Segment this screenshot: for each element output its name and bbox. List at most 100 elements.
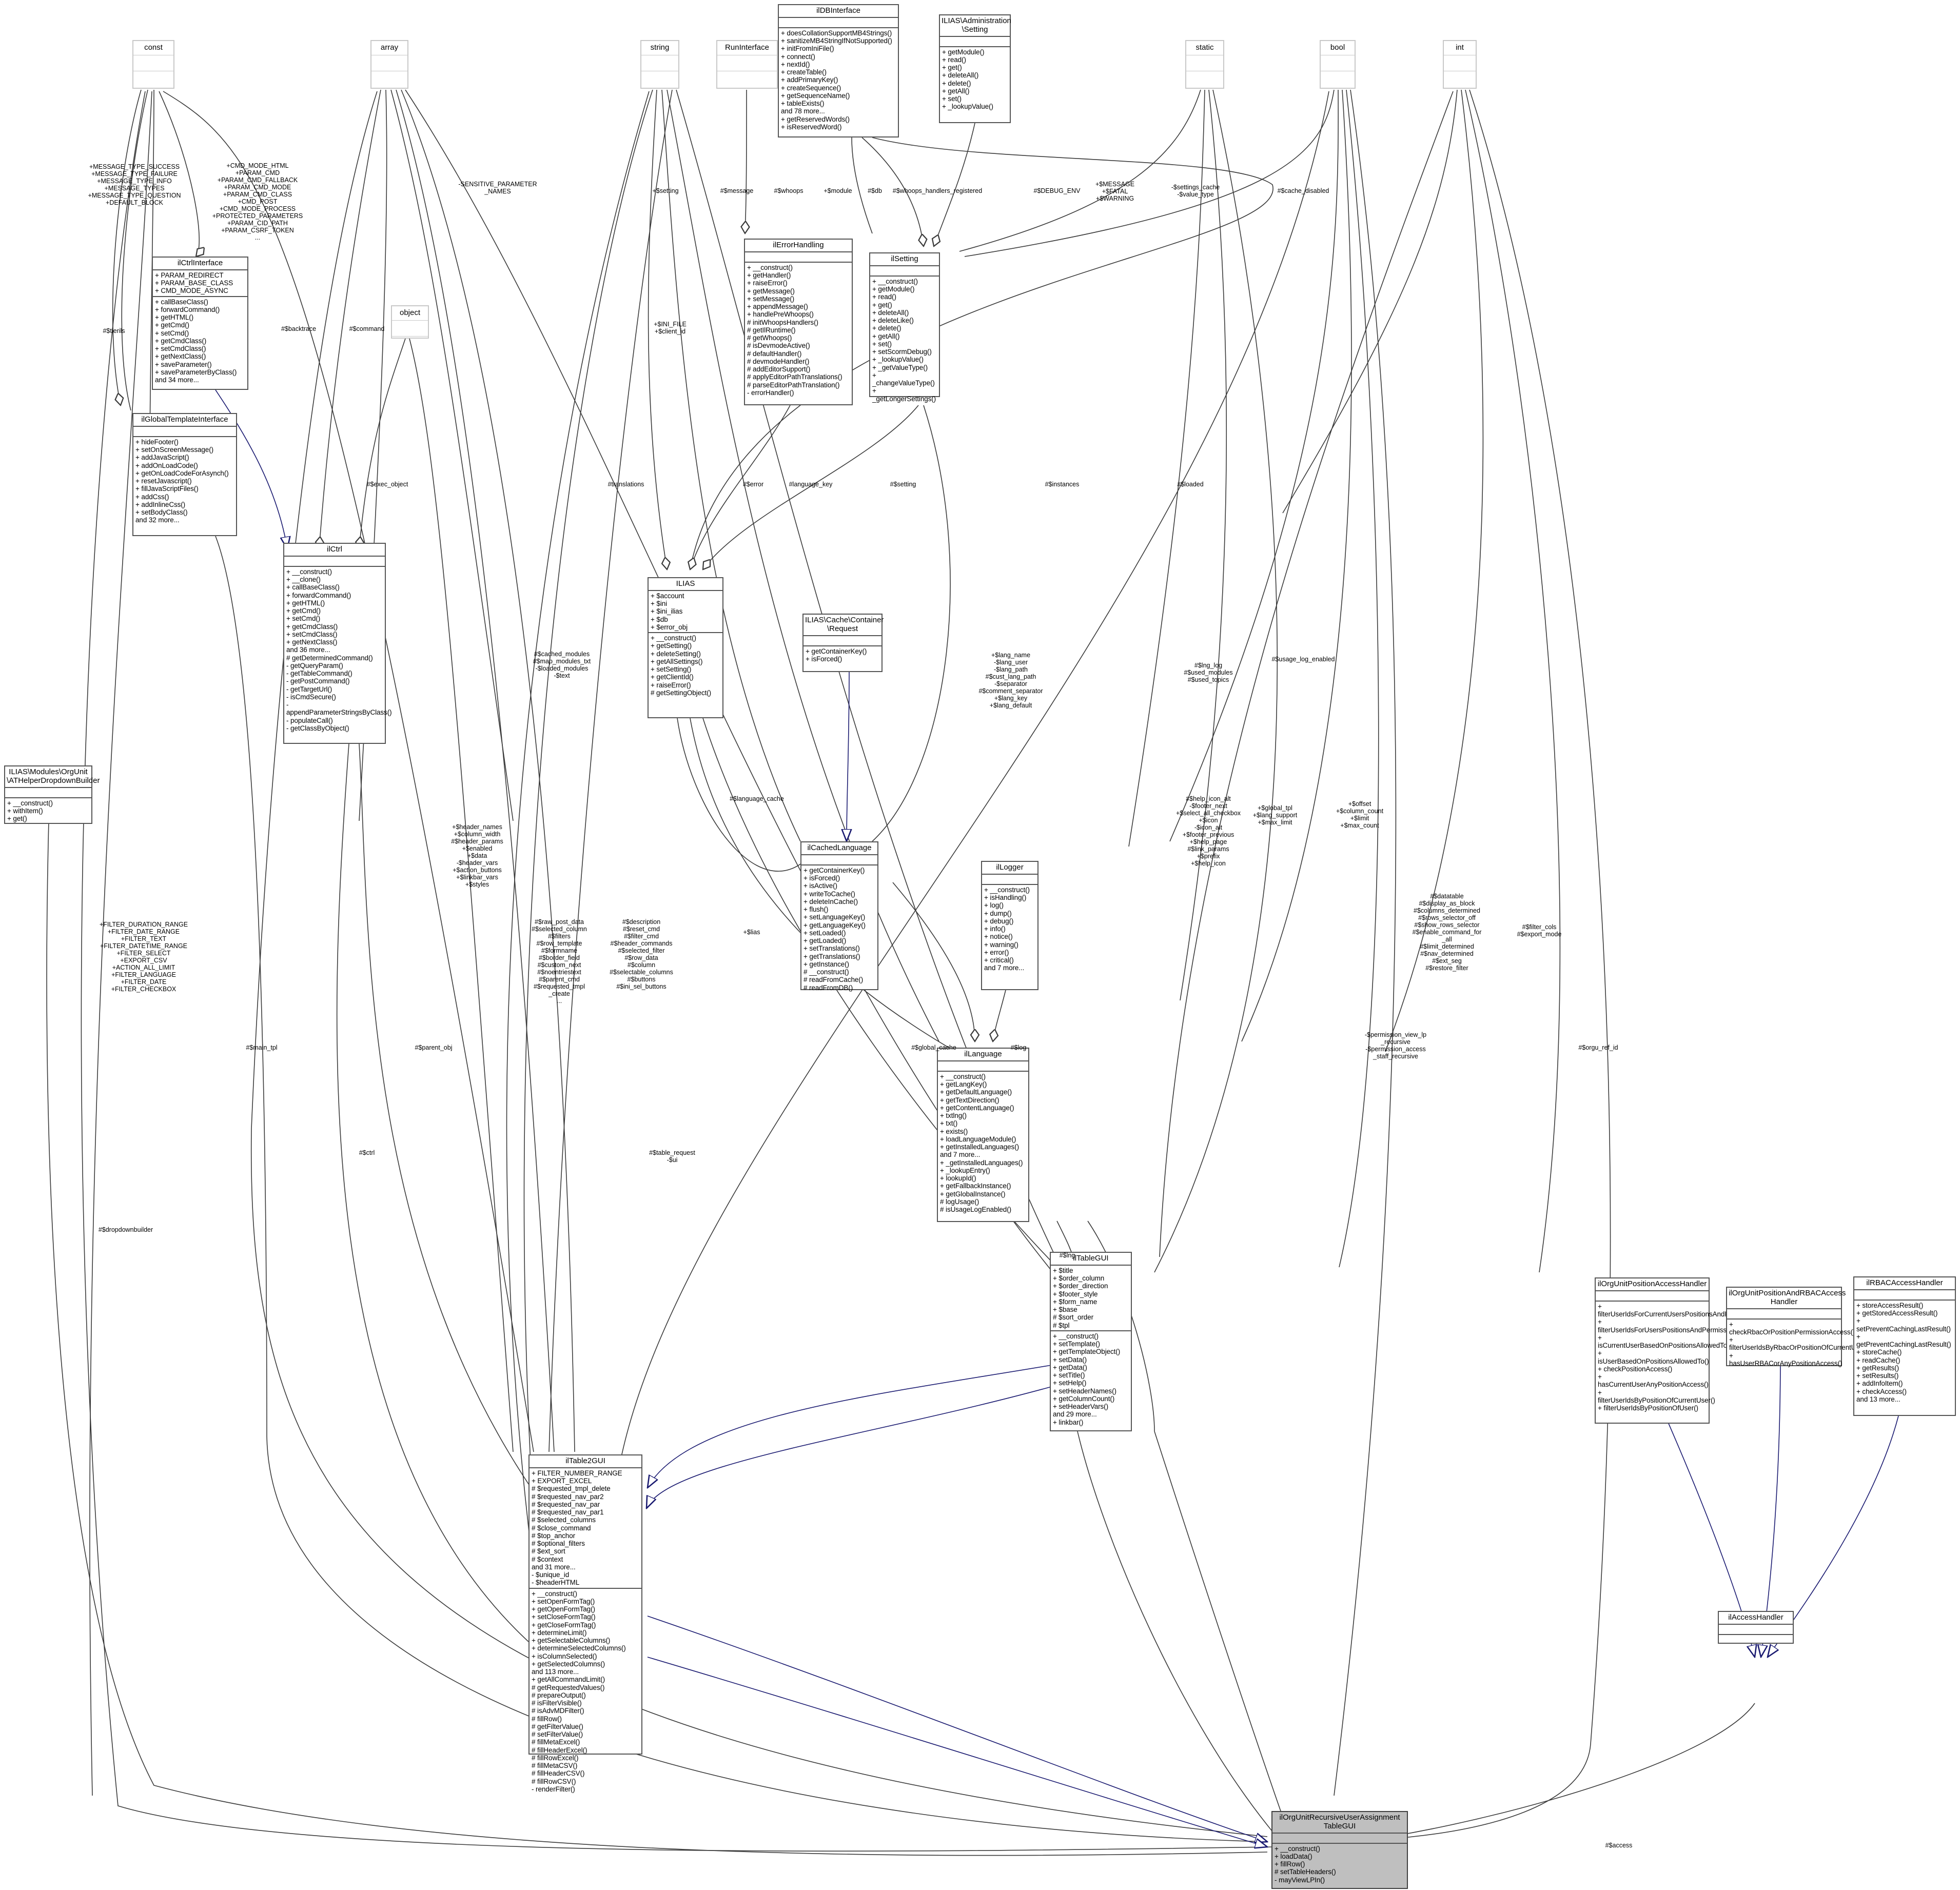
class-box-array[interactable]: array — [370, 40, 408, 89]
class-member: + fillJavaScriptFiles() — [135, 485, 199, 493]
class-box-ilorgunitpositionandrbacaccesshandler[interactable]: ilOrgUnitPositionAndRBACAccess Handler +… — [1726, 1287, 1870, 1369]
class-box-iltablegui[interactable]: ilTableGUI + $title+ $order_column+ $ord… — [1050, 1252, 1132, 1431]
class-member: # readFromCache() — [803, 976, 864, 984]
class-member: + getResults() — [1856, 1364, 1899, 1372]
class-member: + getTextDirection() — [940, 1096, 999, 1104]
class-member: + getCmdClass() — [155, 337, 207, 345]
class-member: + notice() — [984, 933, 1013, 941]
class-box-object[interactable]: object — [391, 305, 429, 339]
class-attributes — [1321, 55, 1355, 71]
class-member: and 36 more... — [286, 646, 330, 654]
class-operations — [133, 71, 173, 73]
class-box-target-ilorgunitrecursiveuserassignmenttablegui[interactable]: ilOrgUnitRecursiveUserAssignment TableGU… — [1271, 1811, 1408, 1889]
class-member: + addCss() — [135, 493, 169, 501]
edge-label: +$offset +$column_count +$limit +$max_co… — [1336, 800, 1384, 829]
class-box-ildbinterface[interactable]: ilDBInterface + doesCollationSupportMB4S… — [778, 4, 899, 137]
class-operations: + __construct()+ loadData()+ fillRow()# … — [1272, 1844, 1407, 1885]
class-attributes: + $title+ $order_column+ $order_directio… — [1051, 1266, 1131, 1331]
class-box-ilrbacaccesshandler[interactable]: ilRBACAccessHandler + storeAccessResult(… — [1853, 1276, 1956, 1416]
class-box-orgunit-dropdown-builder[interactable]: ILIAS\Modules\OrgUnit \ATHelperDropdownB… — [4, 765, 100, 824]
class-member: and 78 more... — [781, 107, 825, 115]
class-member: # fillRow() — [532, 1715, 562, 1723]
class-member: + get() — [7, 815, 27, 823]
class-member: + setCloseFormTag() — [532, 1613, 596, 1621]
class-operations: + checkRbacOrPositionPermissionAccess()+… — [1727, 1320, 1870, 1369]
edge-label: #$raw_post_data #$selected_column #$filt… — [532, 918, 587, 1005]
class-member: + setSetting() — [651, 665, 692, 674]
class-attributes — [717, 55, 777, 71]
class-member: + appendMessage() — [747, 303, 808, 311]
class-box-ilctrlinterface[interactable]: ilCtrlInterface + PARAM_REDIRECT+ PARAM_… — [152, 257, 248, 390]
class-member: + setHelp() — [1053, 1379, 1087, 1387]
class-box-ilerrorhandling[interactable]: ilErrorHandling + __construct()+ getHand… — [744, 239, 853, 405]
class-member: + deleteLike() — [872, 317, 914, 325]
class-member: + callBaseClass() — [155, 298, 208, 306]
class-box-ilias-administration-setting[interactable]: ILIAS\Administration \Setting + getModul… — [939, 14, 1011, 123]
class-member: + checkAccess() — [1856, 1387, 1907, 1395]
class-box-ilias[interactable]: ILIAS + $account+ $ini+ $ini_ilias+ $db+… — [648, 577, 723, 718]
class-member: + forwardCommand() — [286, 591, 351, 599]
class-title: ilCtrl — [284, 544, 385, 557]
class-attributes — [938, 1061, 1028, 1072]
class-box-bool[interactable]: bool — [1320, 40, 1356, 89]
edge-label: #$ctrl — [359, 1149, 375, 1156]
class-box-ilias-cache-container-request[interactable]: ILIAS\Cache\Container \Request + getCont… — [802, 614, 884, 672]
class-member: + $footer_style — [1053, 1290, 1098, 1298]
class-member: + __construct() — [747, 263, 793, 271]
class-member: # setTableHeaders() — [1275, 1868, 1336, 1876]
class-attributes — [1719, 1625, 1793, 1635]
class-member: + $base — [1053, 1306, 1077, 1314]
class-box-static[interactable]: static — [1185, 40, 1224, 89]
class-member: + _changeValueType() — [872, 371, 935, 387]
class-member: + getInstance() — [803, 960, 849, 968]
edge-label: #$parent_obj — [415, 1044, 453, 1051]
class-member: + setCmdClass() — [155, 345, 206, 353]
class-title: ilErrorHandling — [745, 240, 852, 252]
class-member: + setHeaderNames() — [1053, 1387, 1116, 1395]
class-box-ilsetting[interactable]: ilSetting + __construct()+ getModule()+ … — [869, 252, 940, 403]
class-member: + isActive() — [803, 882, 837, 890]
edge-label: #language_key — [789, 481, 833, 488]
class-box-ilcachedlanguage[interactable]: ilCachedLanguage + getContainerKey()+ is… — [800, 841, 878, 992]
class-member: + setTemplate() — [1053, 1340, 1100, 1348]
class-member: + forwardCommand() — [155, 305, 220, 313]
class-member: - isCmdSecure() — [286, 693, 336, 701]
class-member: + storeCache() — [1856, 1348, 1902, 1356]
class-member: # fillMetaExcel() — [532, 1738, 580, 1746]
class-box-iltable2gui[interactable]: ilTable2GUI + FILTER_NUMBER_RANGE+ EXPOR… — [528, 1454, 642, 1793]
class-member: + withItem() — [7, 806, 43, 815]
class-operations — [1186, 71, 1223, 73]
class-member: + saveParameter() — [155, 360, 212, 368]
class-box-ilglobaltemplateinterface[interactable]: ilGlobalTemplateInterface + hideFooter()… — [132, 413, 237, 536]
class-box-ilorgunitpositionaccesshandler[interactable]: ilOrgUnitPositionAccessHandler + filterU… — [1595, 1277, 1763, 1424]
class-title: RunInterface — [717, 41, 777, 55]
class-box-const[interactable]: const — [132, 40, 174, 89]
class-member: - populateCall() — [286, 716, 333, 724]
class-title: ilAccessHandler — [1719, 1612, 1793, 1625]
class-member: # $requested_nav_par1 — [532, 1508, 604, 1517]
class-member: - $headerHTML — [532, 1579, 580, 1587]
class-box-illogger[interactable]: ilLogger + __construct()+ isHandling()+ … — [981, 861, 1038, 990]
edge-label: -SENSITIVE_PARAMETER _NAMES — [458, 181, 537, 195]
class-member: + setCmd() — [286, 615, 321, 623]
class-box-runinterface[interactable]: RunInterface — [716, 40, 778, 89]
class-member: + read() — [872, 293, 896, 301]
class-box-ilaccesshandler[interactable]: ilAccessHandler — [1718, 1611, 1794, 1644]
class-member: + getHTML() — [286, 599, 325, 607]
class-box-ilctrl[interactable]: ilCtrl + __construct()+ __clone()+ callB… — [283, 543, 392, 744]
class-box-int[interactable]: int — [1443, 40, 1477, 89]
class-member: and 7 more... — [940, 1151, 981, 1159]
class-member: + raiseError() — [651, 681, 691, 689]
class-member: - getPostCommand() — [286, 677, 350, 685]
class-attributes — [133, 55, 173, 71]
class-box-string[interactable]: string — [640, 40, 679, 89]
class-member: + getLanguageKey() — [803, 921, 866, 929]
class-operations: + __construct()+ getSetting()+ deleteSet… — [649, 633, 722, 698]
class-box-illanguage[interactable]: ilLanguage + __construct()+ getLangKey()… — [937, 1048, 1029, 1222]
class-member: + setData() — [1053, 1355, 1087, 1364]
class-member: + setMessage() — [747, 294, 795, 303]
class-attributes — [284, 557, 385, 567]
class-member: + isColumnSelected() — [532, 1652, 597, 1660]
class-operations: + __construct()+ getLangKey()+ getDefaul… — [938, 1072, 1028, 1215]
